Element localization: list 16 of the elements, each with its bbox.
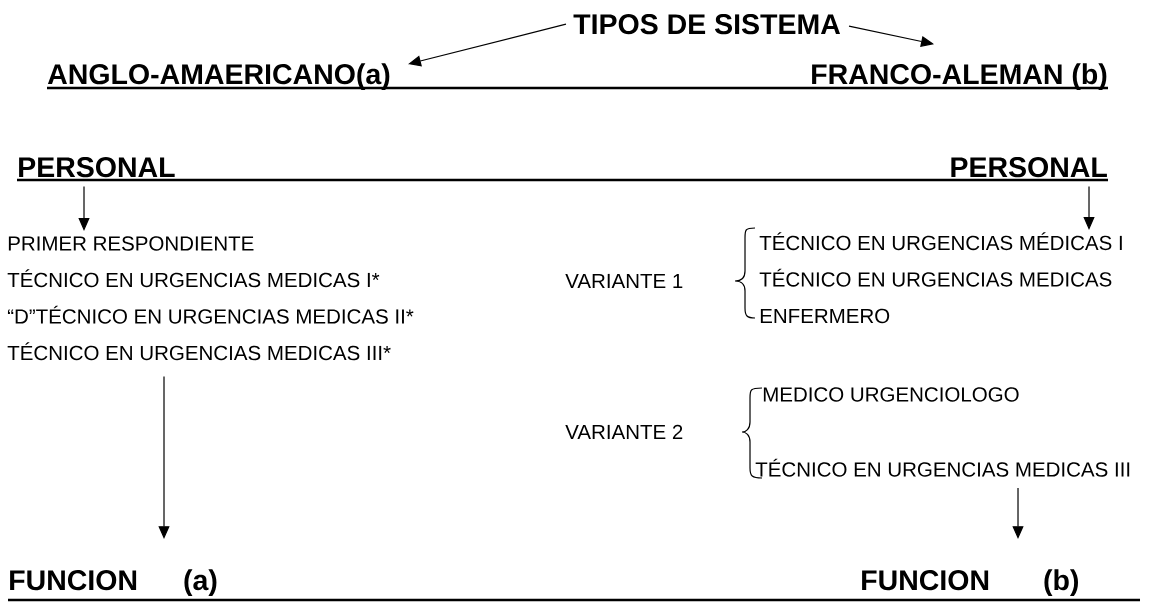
variant-label: VARIANTE 1 [565, 273, 683, 288]
heading: TIPOS DE SISTEMA [573, 14, 841, 35]
heading: FRANCO-ALEMAN (b) [812, 63, 1107, 90]
variant-label: VARIANTE 2 [565, 424, 683, 439]
arrow [78, 185, 90, 231]
heading: ANGLO-AMAERICANO(a) [47, 63, 390, 90]
list-text: PRIMER RESPONDIENTE TÉCNICO EN URGENCIAS MEDICAS I* “D”TÉCNICO EN URGENCIAS MEDICAS II* TÉCNICO EN URGENCIAS MEDICAS III* [7, 236, 414, 361]
list-text: TÉCNICO EN URGENCIAS MÉDICAS I TÉCNICO EN URGENCIAS MEDICAS ENFERMERO [759, 232, 1122, 324]
heading: PERSONAL [19, 157, 175, 178]
heading: FUNCION (b) [862, 569, 1078, 596]
arrow [1083, 185, 1095, 230]
arrow [408, 23, 567, 67]
arrow [848, 25, 934, 47]
list-text: MEDICO URGENCIOLOGO TÉCNICO EN URGENCIAS MEDICAS III [755, 387, 1130, 477]
heading: PERSONAL [951, 157, 1107, 178]
heading: FUNCION (a) [10, 569, 217, 596]
